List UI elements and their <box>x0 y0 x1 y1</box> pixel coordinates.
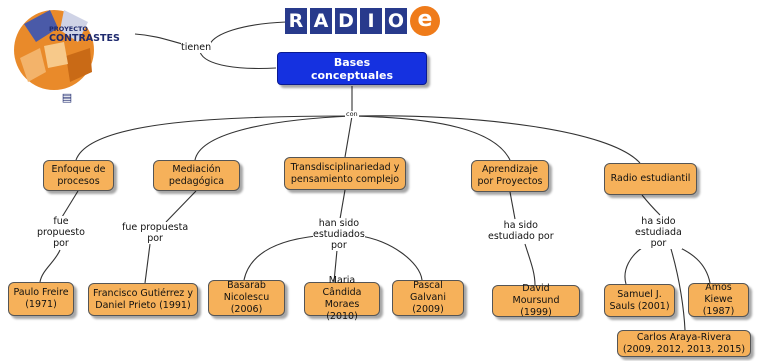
author-gutierrez-prieto[interactable]: Francisco Gutiérrez y Daniel Prieto (199… <box>88 283 198 316</box>
concept-mediacion-pedagogica[interactable]: Mediación pedagógica <box>153 160 240 191</box>
link-label-con: con <box>345 110 359 118</box>
connector-aprendizaje-ha <box>509 191 516 220</box>
author-pascal-galvani[interactable]: Pascal Galvani (2009) <box>392 280 464 316</box>
author-maria-candida-moraes[interactable]: Maria Cândida Moraes (2010) <box>304 275 380 322</box>
link-label-han-sido: han sido estudiados por <box>313 218 365 251</box>
brand-letter: O <box>385 8 407 34</box>
connector-ha-moursund <box>524 243 536 286</box>
root-concept[interactable]: Bases conceptuales <box>277 52 427 85</box>
logo-line1: PROYECTO <box>49 25 88 33</box>
connector-con-transdis <box>344 115 353 158</box>
brand-letter: D <box>335 8 357 34</box>
radio-e-logo: R A D I O e <box>285 6 440 36</box>
link-label-fue-propuesto: fue propuesto por <box>37 216 85 249</box>
connector-con-aprendizaje <box>351 115 511 161</box>
connector-con-mediacion <box>194 115 353 161</box>
connector-enfoque-fue <box>61 190 79 218</box>
document-icon[interactable]: ▤ <box>61 91 73 104</box>
author-basarab-nicolescu[interactable]: Basarab Nicolescu (2006) <box>208 280 285 316</box>
concept-transdisciplinariedad[interactable]: Transdisciplinariedad y pensamiento comp… <box>284 157 406 190</box>
connector-fue-freire <box>39 249 61 283</box>
connector-han-basarab <box>243 235 317 281</box>
link-label-fue-propuesta: fue propuesta por <box>122 222 189 244</box>
connector-han-moraes <box>333 249 338 283</box>
connector-ha-sauls <box>624 245 646 285</box>
puzzle-globe-icon <box>14 10 94 90</box>
connector-tienen-root <box>199 51 277 69</box>
connector-ha-araya <box>670 248 686 331</box>
author-carlos-araya-rivera[interactable]: Carlos Araya-Rivera (2009, 2012, 2013, 2… <box>617 330 751 357</box>
logo-line2: CONTRASTES <box>49 33 120 44</box>
connector-transdis-han <box>339 189 346 220</box>
connector-fue-gutierrez <box>144 243 151 284</box>
connector-han-galvani <box>359 235 423 281</box>
author-david-moursund[interactable]: David Moursund (1999) <box>492 283 580 318</box>
connector-mediacion-fue <box>165 190 197 223</box>
connector-con-enfoque <box>75 115 353 161</box>
author-samuel-sauls[interactable]: Samuel J. Sauls (2001) <box>604 284 675 317</box>
link-label-tienen: tienen <box>181 42 212 53</box>
root-line1: Bases <box>333 55 371 69</box>
concept-enfoque-procesos[interactable]: Enfoque de procesos <box>43 160 114 191</box>
connector-radio-ha <box>641 194 661 216</box>
link-label-ha-sido-1: ha sido estudiado por <box>488 220 554 242</box>
brand-letter: I <box>360 8 382 34</box>
concept-radio-estudiantil[interactable]: Radio estudiantil <box>604 163 697 195</box>
author-amos-kiewe[interactable]: Amos Kiewe (1987) <box>688 282 749 317</box>
brand-letter: R <box>285 8 307 34</box>
concept-aprendizaje-proyectos[interactable]: Aprendizaje por Proyectos <box>471 160 549 192</box>
root-line2: conceptuales <box>310 68 394 82</box>
connector-brand-tienen <box>209 21 287 45</box>
connector-con-radio <box>351 115 641 164</box>
logo-text: PROYECTO CONTRASTES <box>49 25 141 45</box>
brand-e-circle: e <box>410 6 440 36</box>
author-paulo-freire[interactable]: Paulo Freire (1971) <box>8 282 74 316</box>
link-label-ha-sido-2: ha sido estudiada por <box>635 216 682 249</box>
connector-ha-kiewe <box>675 245 711 284</box>
brand-letter: A <box>310 8 332 34</box>
